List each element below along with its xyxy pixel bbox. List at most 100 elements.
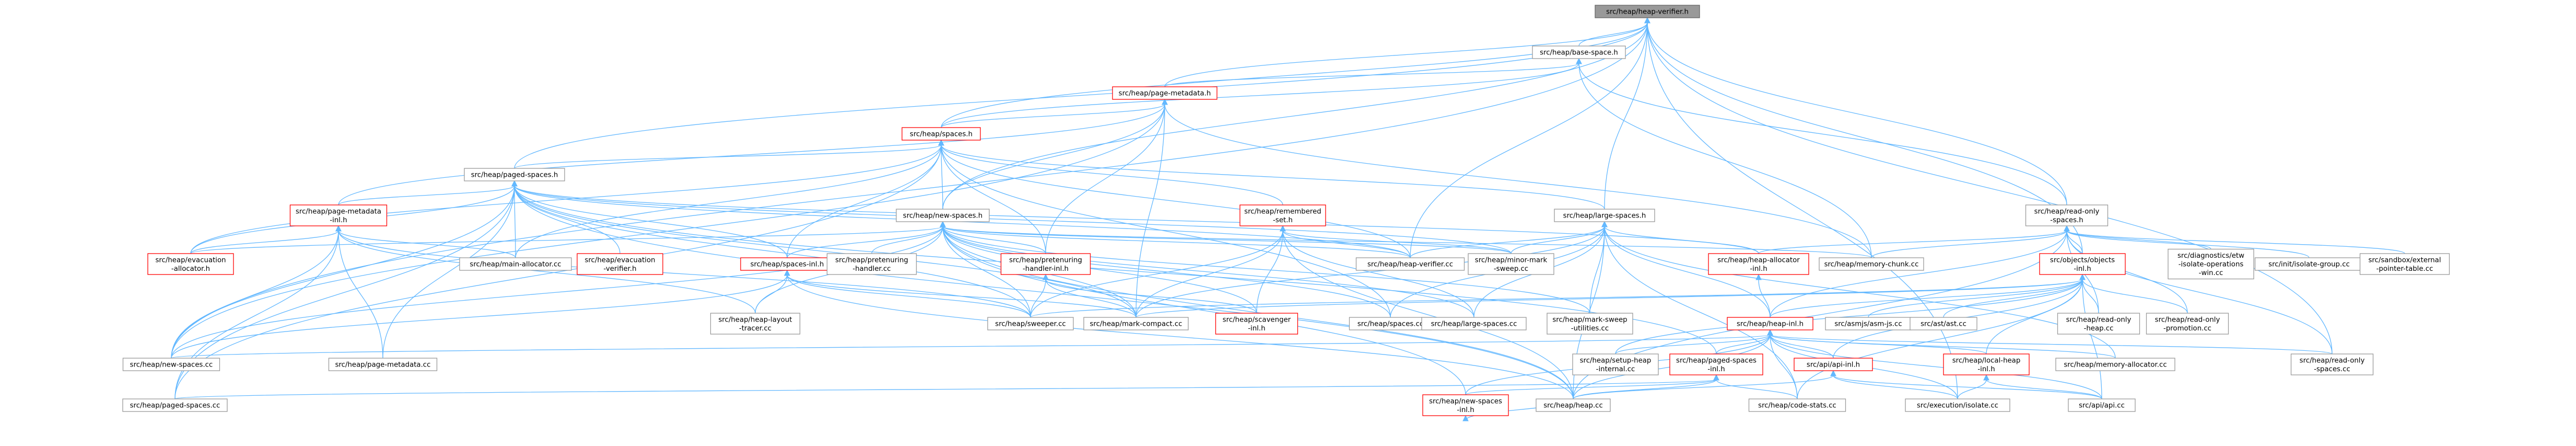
node-init-isolate-group-cc[interactable]: src/init/isolate-group.cc	[2254, 257, 2364, 271]
node-heap-cc[interactable]: src/heap/heap.cc	[1536, 398, 1611, 412]
node-api-api-cc[interactable]: src/api/api.cc	[2068, 398, 2136, 412]
node-label: src/heap/paged-spaces.h	[471, 171, 558, 179]
node-evacuation-allocator-h[interactable]: src/heap/evacuation-allocator.h	[147, 253, 234, 275]
node-sweeper-cc[interactable]: src/heap/sweeper.cc	[987, 317, 1074, 330]
node-heap-spaces-cc[interactable]: src/heap/spaces.cc	[1349, 317, 1432, 330]
include-edge	[938, 139, 1391, 318]
node-label: src/heap/scavenger	[1223, 316, 1291, 324]
node-label: -win.cc	[2199, 269, 2223, 277]
node-sandbox-eptt-cc[interactable]: src/sandbox/external-pointer-table.cc	[2359, 253, 2450, 275]
node-page-metadata-h[interactable]: src/heap/page-metadata.h	[1112, 86, 1217, 100]
node-objects-objects-inl-h[interactable]: src/objects/objects-inl.h	[2039, 253, 2126, 275]
node-spaces-h[interactable]: src/heap/spaces.h	[901, 127, 981, 141]
node-page-metadata-inl-h[interactable]: src/heap/page-metadata-inl.h	[289, 204, 388, 226]
node-label: src/objects/objects	[2050, 256, 2115, 264]
node-label: src/api/api-inl.h	[1807, 361, 1860, 369]
node-paged-spaces-h[interactable]: src/heap/paged-spaces.h	[464, 168, 565, 181]
node-api-api-inl-h[interactable]: src/api/api-inl.h	[1794, 358, 1873, 371]
node-local-heap-inl-h[interactable]: src/heap/local-heap-inl.h	[1943, 353, 2030, 375]
node-mark-compact-cc[interactable]: src/heap/mark-compact.cc	[1083, 317, 1189, 330]
node-label: src/heap/large-spaces.h	[1563, 212, 1646, 220]
node-label: src/heap/main-allocator.cc	[470, 261, 561, 269]
node-label: src/heap/read-only	[2066, 316, 2132, 324]
include-edge	[1164, 58, 1582, 87]
node-page-metadata-cc[interactable]: src/heap/page-metadata.cc	[328, 358, 438, 371]
node-execution-isolate-cc[interactable]: src/execution/isolate.cc	[1905, 398, 2010, 412]
node-label: -promotion.cc	[2163, 325, 2211, 333]
node-scavenger-inl-h[interactable]: src/heap/scavenger-inl.h	[1215, 313, 1298, 335]
node-read-only-promotion-cc[interactable]: src/heap/read-only-promotion.cc	[2146, 313, 2229, 335]
include-edge	[1713, 374, 1798, 399]
node-label: src/heap/remembered	[1244, 208, 1321, 215]
node-code-stats-cc[interactable]: src/heap/code-stats.cc	[1748, 398, 1846, 412]
include-edge	[1410, 221, 1608, 258]
include-edge	[1644, 17, 2333, 354]
include-edge	[940, 221, 1512, 254]
node-memory-chunk-cc[interactable]: src/heap/memory-chunk.cc	[1819, 257, 1924, 271]
node-label: src/heap/paged-spaces	[1676, 357, 1757, 364]
node-label: src/execution/isolate.cc	[1917, 402, 1998, 410]
node-label: -set.h	[1273, 216, 1293, 224]
node-heap-heap-inl-h[interactable]: src/heap/heap-inl.h	[1727, 317, 1813, 330]
node-memory-allocator-cc[interactable]: src/heap/memory-allocator.cc	[2055, 358, 2175, 371]
node-evacuation-verifier-h[interactable]: src/heap/evacuation-verifier.h	[577, 253, 663, 275]
node-label: -isolate-operations	[2179, 261, 2244, 269]
node-label: src/api/api.cc	[2079, 402, 2125, 410]
node-setup-heap-internal-cc[interactable]: src/heap/setup-heap-internal.cc	[1572, 353, 1659, 375]
node-large-spaces-h[interactable]: src/heap/large-spaces.h	[1554, 209, 1655, 222]
node-label: src/heap/code-stats.cc	[1758, 402, 1836, 410]
node-label: -inl.h	[1248, 325, 1265, 333]
node-box	[1595, 5, 1700, 18]
node-label: src/heap/minor-mark	[1475, 256, 1548, 264]
include-edge	[171, 329, 1773, 359]
node-label: src/heap/heap-layout	[718, 316, 792, 324]
node-label: -inl.h	[1457, 406, 1474, 414]
node-box	[826, 253, 917, 275]
node-box	[2039, 253, 2126, 275]
node-box	[2025, 204, 2109, 226]
include-edge	[940, 221, 1257, 314]
node-new-spaces-h[interactable]: src/heap/new-spaces.h	[896, 209, 990, 222]
node-ast-ast-cc[interactable]: src/ast/ast.cc	[1910, 317, 1977, 330]
node-base-space-h[interactable]: src/heap/base-space.h	[1532, 45, 1626, 59]
node-new-spaces-inl-h[interactable]: src/heap/new-spaces-inl.h	[1422, 394, 1509, 416]
node-large-spaces-cc[interactable]: src/heap/large-spaces.cc	[1421, 317, 1527, 330]
node-mark-sweep-utilities-cc[interactable]: src/heap/mark-sweep-utilities.cc	[1547, 313, 1633, 335]
node-label: src/sandbox/external	[2368, 256, 2441, 264]
node-label: -handler.cc	[852, 265, 891, 273]
node-main-allocator-cc[interactable]: src/heap/main-allocator.cc	[459, 257, 572, 271]
node-pretenuring-handler-cc[interactable]: src/heap/pretenuring-handler.cc	[826, 253, 917, 275]
node-label: src/heap/page-metadata.h	[1119, 90, 1211, 98]
node-read-only-spaces-h[interactable]: src/heap/read-only-spaces.h	[2025, 204, 2109, 226]
node-label: src/heap/heap-verifier.h	[1606, 8, 1689, 16]
node-pretenuring-handler-inl-h[interactable]: src/heap/pretenuring-handler-inl.h	[1000, 253, 1091, 275]
include-edge	[174, 225, 342, 399]
node-box	[1727, 317, 1813, 330]
node-paged-spaces-inl-h[interactable]: src/heap/paged-spaces-inl.h	[1669, 353, 1763, 375]
node-remembered-set-h[interactable]: src/heap/remembered-set.h	[1239, 204, 1326, 226]
node-paged-spaces-cc[interactable]: src/heap/paged-spaces.cc	[122, 398, 228, 412]
node-new-spaces-cc[interactable]: src/heap/new-spaces.cc	[122, 358, 220, 371]
include-edge	[787, 139, 944, 258]
node-spaces-inl-h[interactable]: src/heap/spaces-inl.h	[740, 257, 834, 271]
node-label: -pointer-table.cc	[2376, 265, 2433, 273]
node-box	[1355, 257, 1465, 271]
node-read-only-spaces-cc[interactable]: src/heap/read-only-spaces.cc	[2290, 353, 2374, 375]
node-root[interactable]: src/heap/heap-verifier.h	[1595, 5, 1700, 18]
node-diagnostics-eh[interactable]: src/diagnostics/etw-isolate-operations-w…	[2168, 248, 2254, 280]
node-label: src/heap/spaces-inl.h	[751, 261, 824, 269]
node-heap-allocator-inl-h[interactable]: src/heap/heap-allocator-inl.h	[1708, 253, 1809, 275]
node-minor-mark-sweep-cc[interactable]: src/heap/minor-mark-sweep.cc	[1468, 253, 1554, 275]
node-heap-layout-tracer-cc[interactable]: src/heap/heap-layout-tracer.cc	[710, 313, 801, 335]
node-box	[1468, 253, 1554, 275]
node-asmjs-asm-js-cc[interactable]: src/asmjs/asm-js.cc	[1825, 317, 1912, 330]
node-label: -handler-inl.h	[1023, 265, 1069, 273]
node-label: src/heap/heap-verifier.cc	[1367, 261, 1453, 269]
node-label: src/heap/evacuation	[584, 256, 655, 264]
include-edge	[1644, 17, 2083, 254]
node-box	[464, 168, 565, 181]
node-heap-verifier-cc[interactable]: src/heap/heap-verifier.cc	[1355, 257, 1465, 271]
include-edge	[1833, 273, 2086, 359]
node-label: -inl.h	[330, 216, 347, 224]
node-read-only-heap-cc[interactable]: src/heap/read-only-heap.cc	[2057, 313, 2140, 335]
